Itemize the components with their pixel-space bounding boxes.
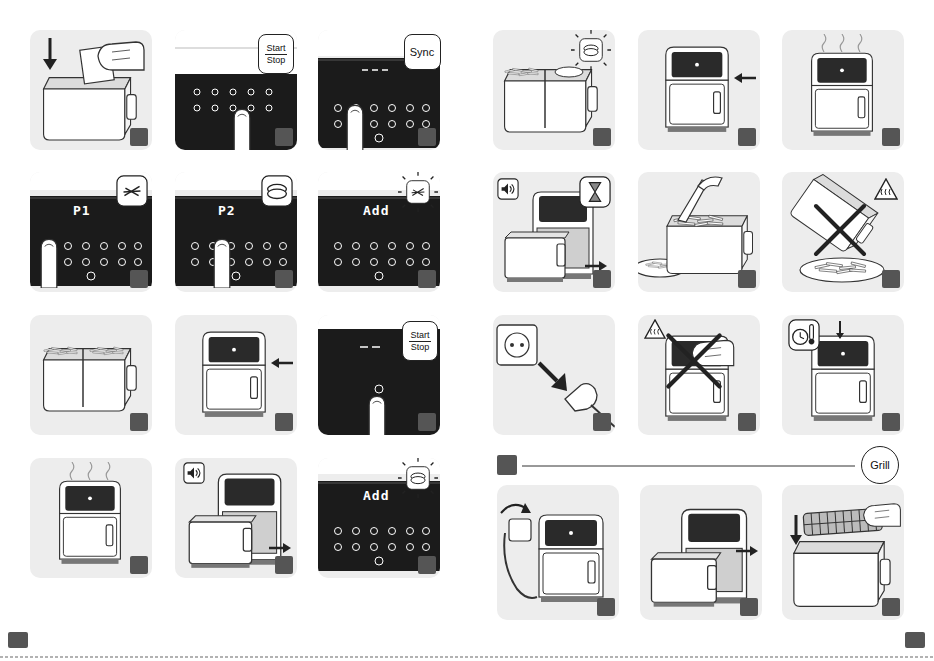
section-badge: Grill	[861, 446, 899, 484]
badge-text: Stop	[409, 341, 432, 352]
badge-text: Stop	[265, 54, 288, 65]
badge-text: Grill	[868, 459, 892, 472]
display-readout: P2	[218, 203, 236, 218]
display-readout: P1	[73, 203, 91, 218]
badge-text: Start	[264, 43, 287, 53]
button-badge: StartStop	[258, 34, 294, 74]
display-readout: Add	[363, 488, 389, 503]
function-badge: Sync	[404, 34, 441, 70]
button-badge: StartStop	[402, 321, 438, 361]
badge-text: Start	[408, 330, 431, 340]
badge-text: Sync	[408, 46, 436, 59]
display-readout: Add	[363, 203, 389, 218]
